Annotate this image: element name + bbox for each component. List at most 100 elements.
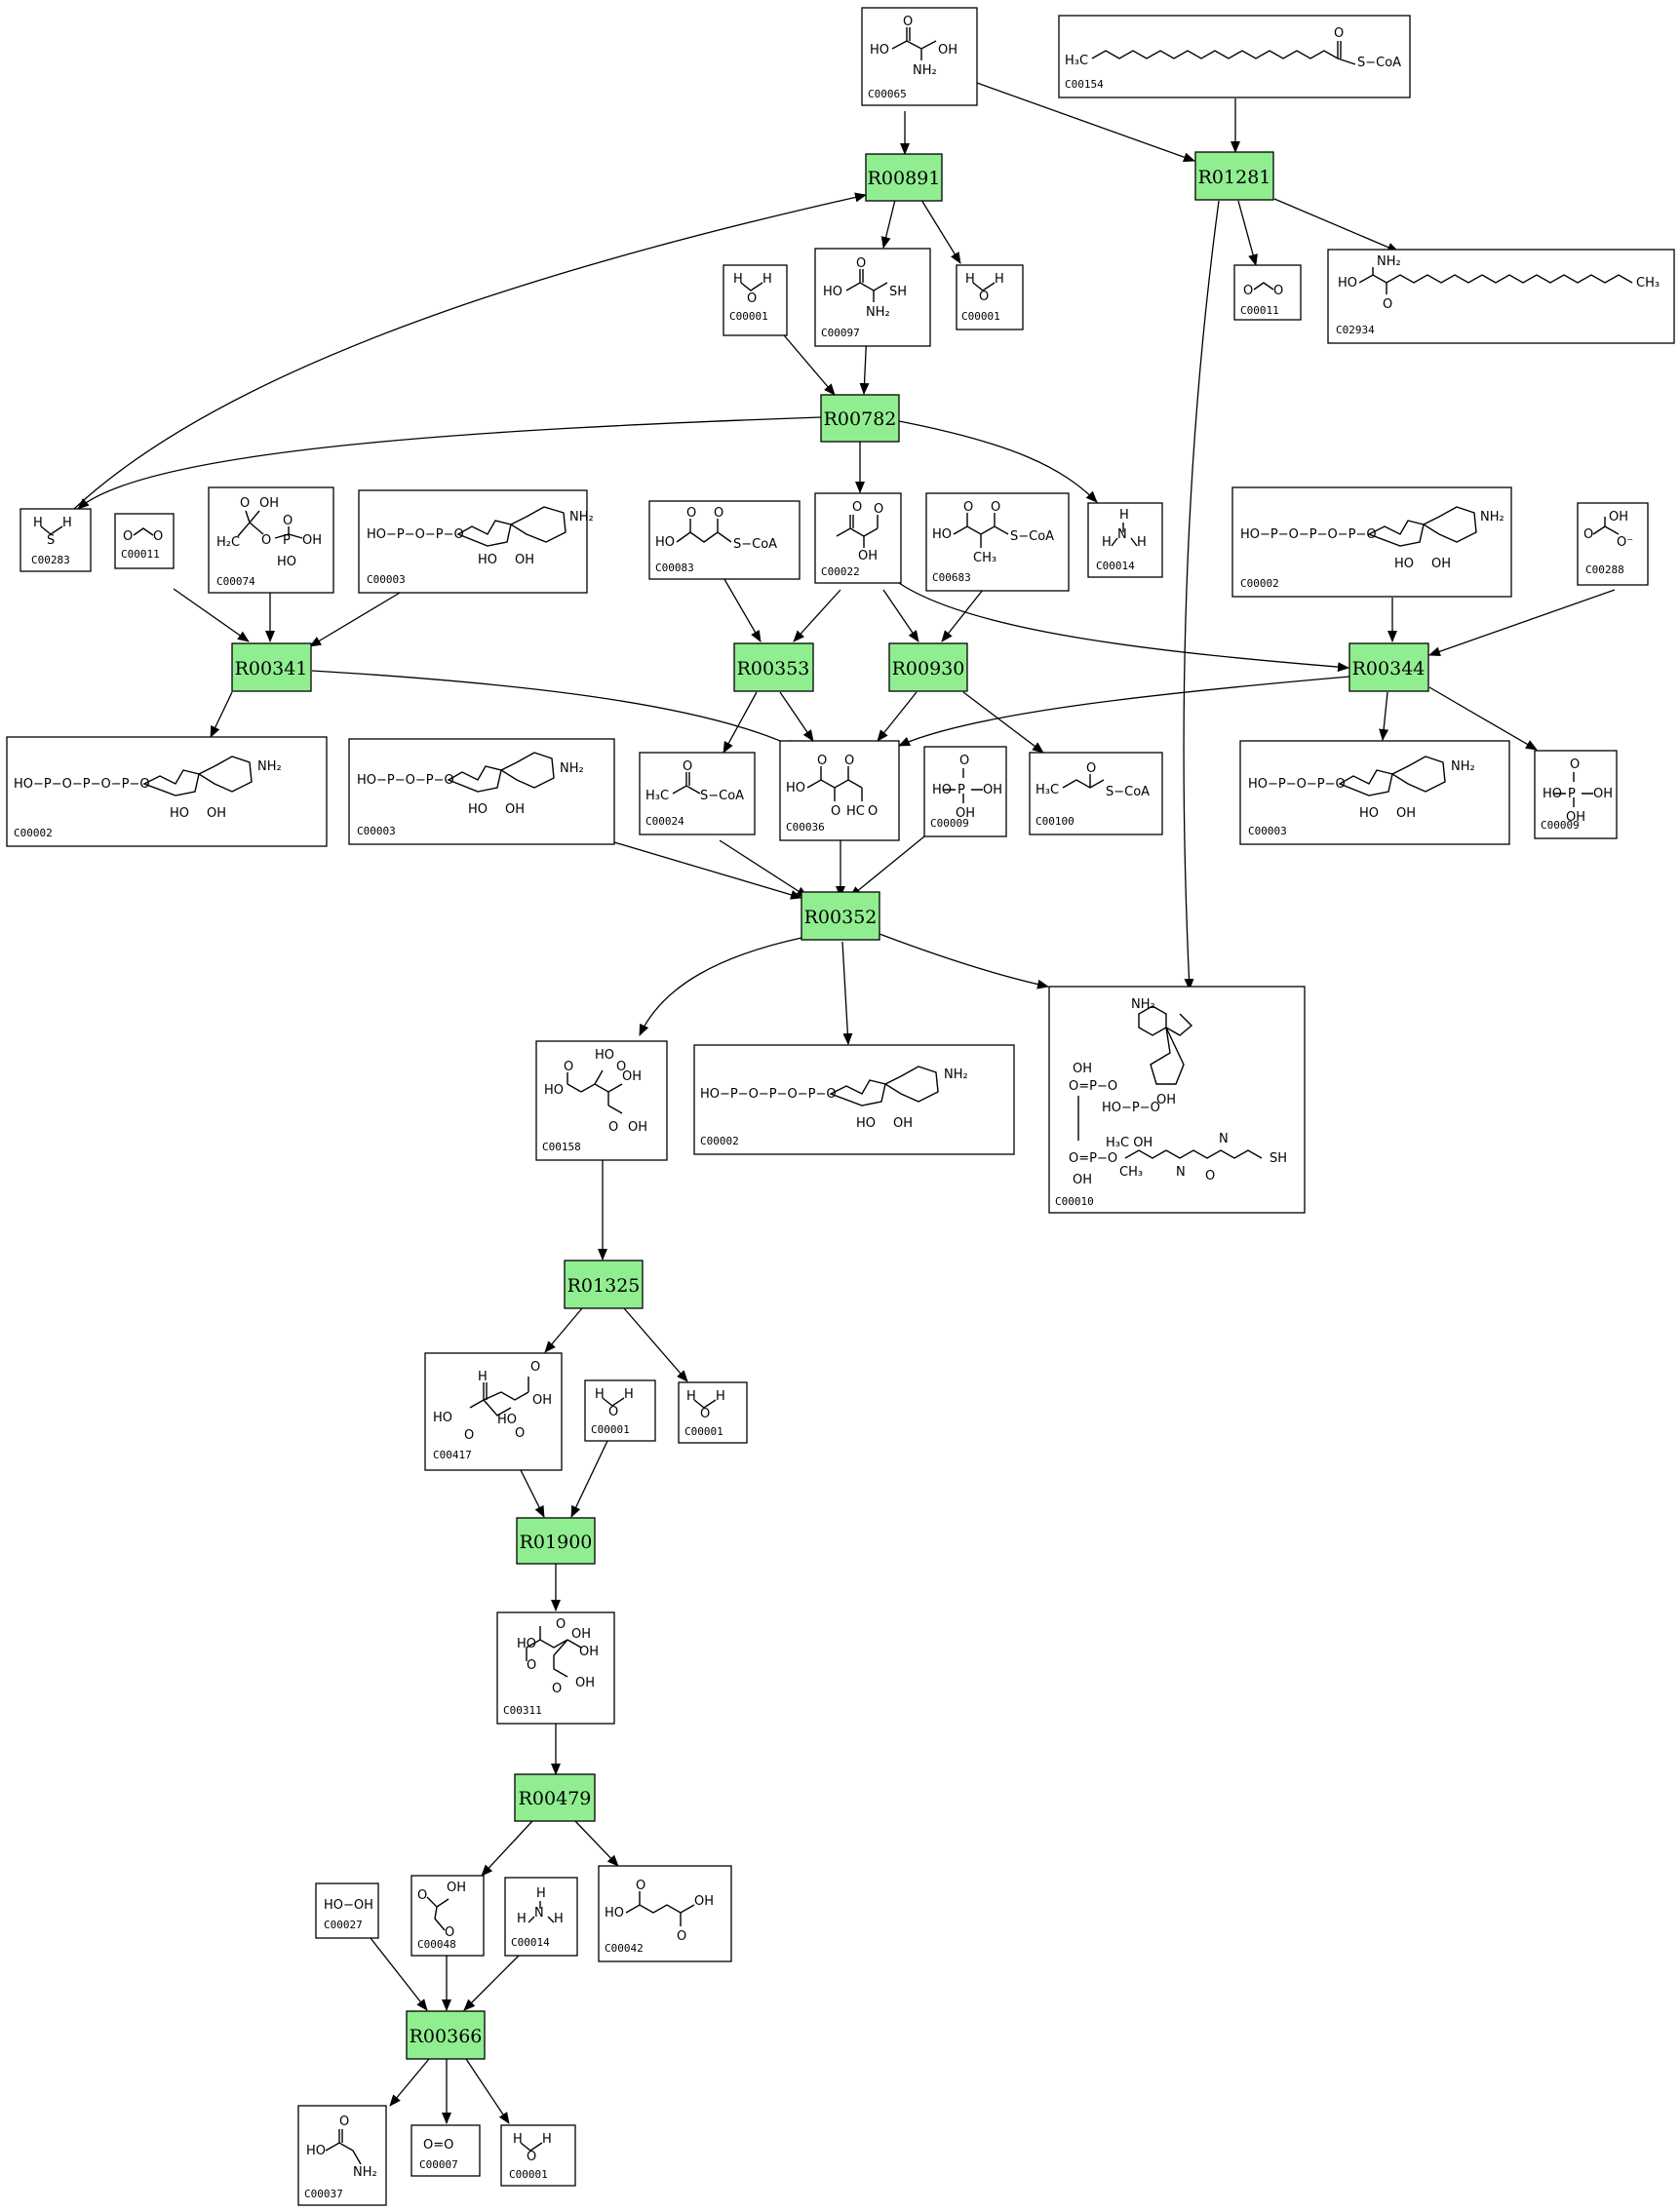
- reaction-edges: [73, 82, 1616, 2124]
- svg-text:OH: OH: [575, 1676, 595, 1690]
- edge: [849, 835, 925, 898]
- edge: [570, 1440, 608, 1518]
- reaction-node-R00344[interactable]: R00344: [1348, 642, 1429, 692]
- svg-text:P: P: [957, 783, 965, 797]
- svg-text:O: O: [677, 1929, 686, 1944]
- edge: [879, 933, 1049, 990]
- svg-text:O: O: [1273, 284, 1283, 298]
- svg-text:OH: OH: [1431, 557, 1451, 571]
- svg-text:O: O: [530, 1360, 540, 1375]
- svg-text:O: O: [636, 1879, 645, 1893]
- svg-text:O: O: [1205, 1169, 1215, 1184]
- compound-node-C00042[interactable]: HO OOH O C00042: [598, 1865, 732, 1962]
- svg-text:NH₂: NH₂: [257, 759, 282, 774]
- svg-text:C00003: C00003: [357, 825, 396, 837]
- svg-text:S−CoA: S−CoA: [1010, 529, 1054, 544]
- svg-text:C00283: C00283: [31, 554, 70, 566]
- compound-node-C00014-a[interactable]: H HNH C00014: [1087, 502, 1163, 578]
- edge: [880, 199, 896, 249]
- svg-text:O: O: [240, 496, 250, 511]
- edge: [898, 582, 1349, 673]
- compound-node-C00007[interactable]: O=O C00007: [410, 2124, 481, 2177]
- compound-node-C00024[interactable]: H₃C O S−CoA C00024: [639, 752, 756, 835]
- reaction-node-R00352[interactable]: R00352: [801, 891, 880, 941]
- svg-text:OH: OH: [1396, 806, 1416, 821]
- reaction-node-R00341[interactable]: R00341: [231, 642, 312, 692]
- compound-node-C00001-e[interactable]: HOH C00001: [500, 2124, 576, 2187]
- reaction-node-R01325[interactable]: R01325: [564, 1260, 644, 1309]
- svg-text:OH: OH: [1073, 1062, 1092, 1076]
- svg-text:NH₂: NH₂: [353, 2165, 377, 2180]
- reaction-node-R00930[interactable]: R00930: [888, 642, 968, 692]
- svg-text:R00353: R00353: [737, 658, 810, 679]
- compound-node-C00100[interactable]: H₃C O S−CoA C00100: [1029, 752, 1163, 835]
- water-structure: HOH: [686, 1389, 725, 1421]
- reaction-node-R00782[interactable]: R00782: [820, 394, 900, 443]
- h2s-structure: HSH: [33, 516, 72, 548]
- reaction-node-R00353[interactable]: R00353: [733, 642, 814, 692]
- svg-text:O: O: [283, 514, 293, 528]
- svg-text:HO: HO: [605, 1906, 624, 1921]
- compound-node-C00048[interactable]: OOH O C00048: [410, 1875, 485, 1957]
- compound-node-C00001-b[interactable]: HOH C00001: [956, 264, 1024, 330]
- compound-node-C02934[interactable]: HO NH₂ O CH₃ C02934: [1327, 249, 1675, 344]
- compound-node-C00001-c[interactable]: HOH C00001: [584, 1379, 656, 1442]
- svg-text:NH₂: NH₂: [913, 63, 937, 78]
- compound-node-C00283[interactable]: HSH C00283: [20, 508, 92, 572]
- svg-text:C00009: C00009: [1541, 819, 1580, 832]
- svg-text:HO: HO: [856, 1116, 876, 1131]
- compound-node-C00154[interactable]: H₃C O S−CoA C00154: [1058, 15, 1411, 98]
- reaction-node-R01281[interactable]: R01281: [1194, 151, 1274, 201]
- svg-text:O: O: [153, 529, 163, 544]
- svg-text:O: O: [1583, 527, 1593, 542]
- compound-node-C00027[interactable]: HO−OH C00027: [315, 1882, 379, 1939]
- svg-text:O: O: [979, 290, 989, 304]
- svg-text:O: O: [123, 529, 133, 544]
- svg-text:H₃C: H₃C: [1065, 54, 1088, 68]
- svg-text:R00782: R00782: [824, 408, 897, 430]
- reaction-node-R01900[interactable]: R01900: [516, 1517, 596, 1565]
- compound-node-C00001-a[interactable]: HOH C00001: [723, 264, 788, 336]
- svg-text:C00003: C00003: [1248, 825, 1287, 837]
- svg-text:HO: HO: [306, 2144, 326, 2158]
- svg-text:SH: SH: [1270, 1151, 1287, 1166]
- svg-text:S: S: [47, 533, 55, 548]
- reaction-node-R00366[interactable]: R00366: [406, 2010, 486, 2060]
- edge: [1237, 200, 1258, 266]
- water-structure: HOH: [965, 272, 1004, 304]
- reaction-node-R00479[interactable]: R00479: [514, 1773, 596, 1822]
- compound-node-C00022[interactable]: O OOH C00022: [814, 492, 902, 584]
- compound-node-C00417[interactable]: O HOH HOO HOO C00417: [424, 1352, 563, 1471]
- svg-text:C00001: C00001: [509, 2168, 548, 2181]
- svg-text:O: O: [1334, 26, 1344, 41]
- compound-node-C00288[interactable]: OH OO⁻ C00288: [1577, 502, 1649, 586]
- compound-node-C00001-d[interactable]: HOH C00001: [678, 1381, 748, 1444]
- reaction-node-R00891[interactable]: R00891: [865, 153, 943, 202]
- compound-node-C00010[interactable]: NH₂ OH O=P−O HO−P−O OH O=P−O H₃C OH OHCH…: [1048, 986, 1306, 1214]
- svg-text:H: H: [1119, 508, 1129, 523]
